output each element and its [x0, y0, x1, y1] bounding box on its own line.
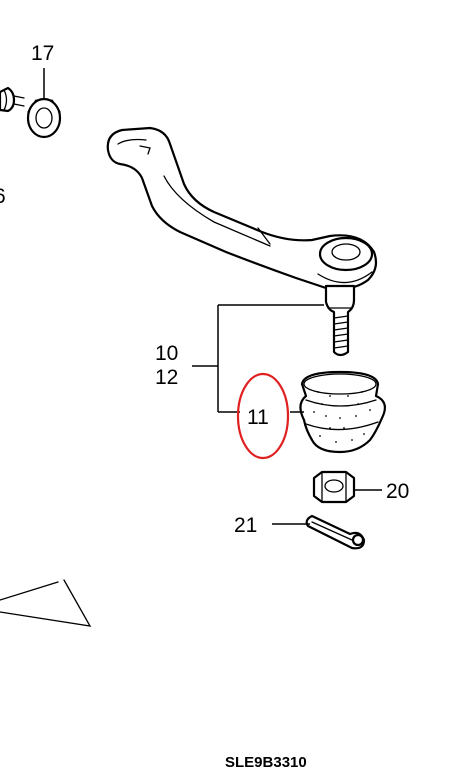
highlight-circle-11: [236, 372, 290, 460]
callout-20: 20: [386, 480, 409, 503]
callout-12: 12: [155, 366, 178, 389]
callout-10: 10: [155, 342, 178, 365]
part-20-nut: [312, 470, 382, 504]
partial-linkage-lines: [0, 579, 92, 627]
callout-bracket-10-12: [192, 304, 324, 413]
callout-21: 21: [234, 514, 257, 537]
part-21-cotter-pin: [272, 514, 366, 550]
callout-6-partial: 6: [0, 185, 6, 208]
part-11-dust-boot: [290, 370, 387, 454]
diagram-code: SLE9B3310: [225, 754, 307, 771]
callout-17: 17: [31, 42, 54, 65]
part-17-nut: [0, 68, 62, 139]
callout-11: 11: [247, 406, 269, 429]
tie-rod-end: [106, 126, 378, 357]
